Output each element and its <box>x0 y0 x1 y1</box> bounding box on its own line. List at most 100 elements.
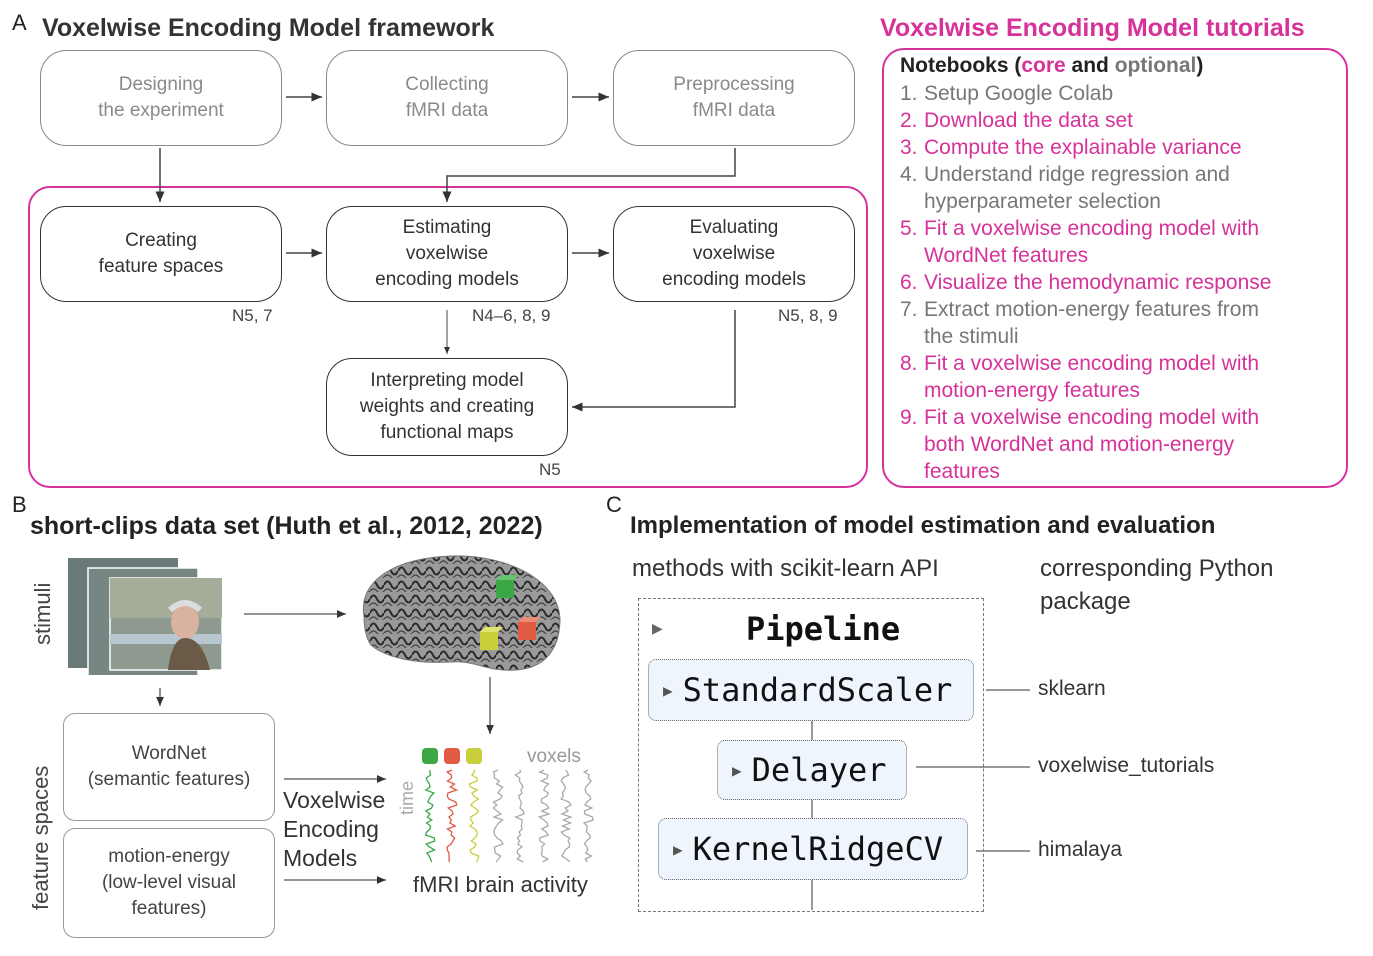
notebook-item-5: 5.Fit a voxelwise encoding model with <box>900 215 1340 242</box>
notebook-number: 2. <box>900 109 918 132</box>
notebook-title: Setup Google Colab <box>924 82 1114 105</box>
voxels-label: voxels <box>527 746 581 767</box>
notebook-item-3: 3. Compute the explainable variance <box>900 134 1340 161</box>
notebooks-label-evaluating: N5, 8, 9 <box>778 306 838 325</box>
voxel-trace-4 <box>513 769 525 863</box>
notebook-number: 3. <box>900 136 918 159</box>
notebook-item-4-cont: hyperparameter selection <box>900 188 1340 215</box>
notebook-title: Compute the explainable variance <box>924 136 1242 159</box>
expand-triangle-icon[interactable]: ▶ <box>673 839 683 859</box>
package-sklearn: sklearn <box>1038 677 1106 700</box>
expand-triangle-icon[interactable]: ▶ <box>663 680 673 700</box>
box-interpreting-weights: Interpreting model weights and creating … <box>326 358 568 456</box>
notebook-title: Visualize the hemodynamic response <box>924 271 1272 294</box>
box-collecting-fmri: Collecting fMRI data <box>326 50 568 146</box>
voxel-trace-5 <box>537 769 551 863</box>
panel-a-letter: A <box>12 10 27 35</box>
pipeline-label[interactable]: Pipeline <box>746 610 901 648</box>
panel-c-letter: C <box>606 492 622 517</box>
notebook-number <box>900 323 924 350</box>
notebook-number: 9. <box>900 406 918 429</box>
legend-optional: optional <box>1114 54 1197 77</box>
feature-box-motion-energy: motion-energy (low-level visual features… <box>63 828 275 938</box>
tutorials-frame <box>882 48 1348 488</box>
brain-surface <box>362 555 561 671</box>
notebook-number: 6. <box>900 271 918 294</box>
step-standardscaler[interactable]: ▶StandardScaler <box>648 659 974 721</box>
notebook-title: motion-energy features <box>924 379 1140 402</box>
notebook-item-6: 6. Visualize the hemodynamic response <box>900 269 1340 296</box>
notebook-number: 7. <box>900 298 918 321</box>
voxel-cube-0 <box>422 748 438 764</box>
notebook-item-9-cont: features <box>900 458 1340 485</box>
notebook-item-8-cont: motion-energy features <box>900 377 1340 404</box>
voxel-cube-green <box>496 575 519 598</box>
notebook-title: Extract motion-energy features from <box>924 298 1259 321</box>
voxel-cube-2 <box>466 748 482 764</box>
voxel-trace-2 <box>468 769 480 863</box>
voxel-trace-7 <box>582 769 594 863</box>
notebook-item-7: 7. Extract motion-energy features from <box>900 296 1340 323</box>
voxel-cube-1 <box>444 748 460 764</box>
notebook-number: 4. <box>900 163 918 186</box>
voxel-cube-red <box>518 617 541 640</box>
notebooks-label-creating: N5, 7 <box>232 306 273 325</box>
notebook-list: 1. Setup Google Colab 2. Download the data … <box>900 80 1340 485</box>
packages-column-header: corresponding Python package <box>1040 555 1274 615</box>
notebook-number <box>900 431 924 458</box>
step-delayer[interactable]: ▶Delayer <box>717 740 907 800</box>
voxel-trace-3 <box>492 769 504 863</box>
panel-b-title: short-clips data set (Huth et al., 2012,… <box>30 512 543 540</box>
package-himalaya: himalaya <box>1038 838 1123 861</box>
notebooks-label-estimating: N4–6, 8, 9 <box>472 306 551 325</box>
voxel-trace-0 <box>424 769 437 863</box>
notebook-title: WordNet features <box>924 244 1089 267</box>
voxel-trace-1 <box>445 769 459 863</box>
panel-b-letter: B <box>12 492 27 517</box>
notebook-title: the stimuli <box>924 325 1019 348</box>
step-kernelridgecv[interactable]: ▶KernelRidgeCV <box>658 818 968 880</box>
notebooks-header: Notebooks (core and optional) <box>900 54 1204 77</box>
brain-image <box>362 555 561 671</box>
notebook-title: Fit a voxelwise encoding model with <box>924 352 1259 375</box>
panel-c-title: Implementation of model estimation and e… <box>630 512 1216 539</box>
feature-spaces-axis-label: feature spaces <box>28 765 53 910</box>
notebook-number <box>900 188 924 215</box>
stimuli-axis-label: stimuli <box>30 582 55 645</box>
package-voxelwise-tutorials: voxelwise_tutorials <box>1038 754 1215 777</box>
voxel-cube-yellow <box>480 627 503 650</box>
expand-triangle-icon[interactable]: ▶ <box>732 760 742 780</box>
notebook-title: hyperparameter selection <box>924 190 1161 213</box>
stimulus-frame-3 <box>109 577 223 671</box>
pipeline-expand-icon[interactable]: ▶ <box>652 620 663 636</box>
notebook-title: Fit a voxelwise encoding model with <box>924 217 1259 240</box>
legend-core: core <box>1021 54 1066 77</box>
methods-column-header: methods with scikit-learn API <box>632 555 939 582</box>
box-evaluating-models: Evaluating voxelwise encoding models <box>613 206 855 302</box>
notebooks-label-interpreting: N5 <box>539 460 561 479</box>
notebook-title: Download the data set <box>924 109 1133 132</box>
box-creating-feature-spaces: Creating feature spaces <box>40 206 282 302</box>
notebook-item-1: 1. Setup Google Colab <box>900 80 1340 107</box>
tutorials-title: Voxelwise Encoding Model tutorials <box>880 14 1305 42</box>
time-axis-label: time <box>397 780 417 815</box>
notebook-title: features <box>924 460 1000 483</box>
notebook-item-5-cont: WordNet features <box>900 242 1340 269</box>
notebook-number: 8. <box>900 352 918 375</box>
notebook-item-9-cont: both WordNet and motion-energy <box>900 431 1340 458</box>
fmri-activity-label: fMRI brain activity <box>413 872 588 897</box>
notebook-item-7-cont: the stimuli <box>900 323 1340 350</box>
notebook-number <box>900 458 924 485</box>
notebook-number <box>900 377 924 404</box>
notebook-number: 1. <box>900 82 918 105</box>
notebook-title: Fit a voxelwise encoding model with <box>924 406 1259 429</box>
notebook-number <box>900 242 924 269</box>
notebook-item-2: 2. Download the data set <box>900 107 1340 134</box>
notebook-title: both WordNet and motion-energy <box>924 433 1235 456</box>
stimuli-frames <box>68 558 223 675</box>
box-designing-experiment: Designing the experiment <box>40 50 282 146</box>
encoding-models-label: Voxelwise Encoding Models <box>283 787 386 871</box>
pipeline-container <box>638 598 984 912</box>
notebook-item-8: 8. Fit a voxelwise encoding model with <box>900 350 1340 377</box>
voxel-trace-6 <box>560 769 573 863</box>
